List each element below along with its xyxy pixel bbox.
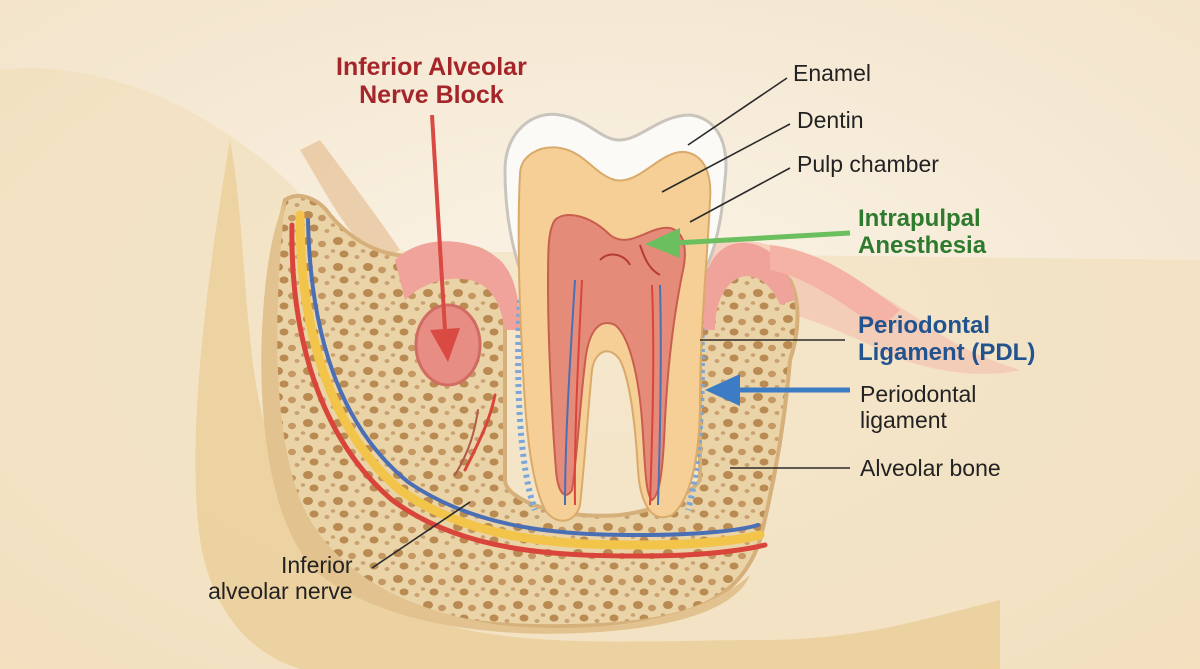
ian-block-arrow (430, 114, 460, 362)
label-enamel: Enamel (793, 60, 871, 86)
inferior-alveolar-neurovascular-bundle (289, 210, 768, 559)
label-pdl-injection: Periodontal Ligament (PDL) (858, 312, 1036, 366)
label-inferior-alveolar-nerve-block: Inferior Alveolar Nerve Block (336, 53, 527, 109)
label-intrapulpal-anesthesia: Intrapulpal Anesthesia (858, 205, 987, 259)
gingiva (395, 241, 900, 330)
label-inferior-alveolar-nerve: Inferior alveolar nerve (208, 552, 353, 604)
label-periodontal-ligament: Periodontal ligament (860, 381, 977, 433)
leader-nerve (371, 501, 471, 569)
label-pulp-chamber: Pulp chamber (797, 151, 939, 177)
leader-enamel (687, 77, 788, 146)
label-dentin: Dentin (797, 107, 864, 133)
intrapulpal-arrow (645, 228, 851, 258)
leader-dentin (661, 123, 791, 193)
label-alveolar-bone: Alveolar bone (860, 455, 1001, 481)
leader-lines (371, 77, 850, 569)
pdl-arrow (705, 374, 850, 406)
leader-pulp (689, 167, 791, 223)
